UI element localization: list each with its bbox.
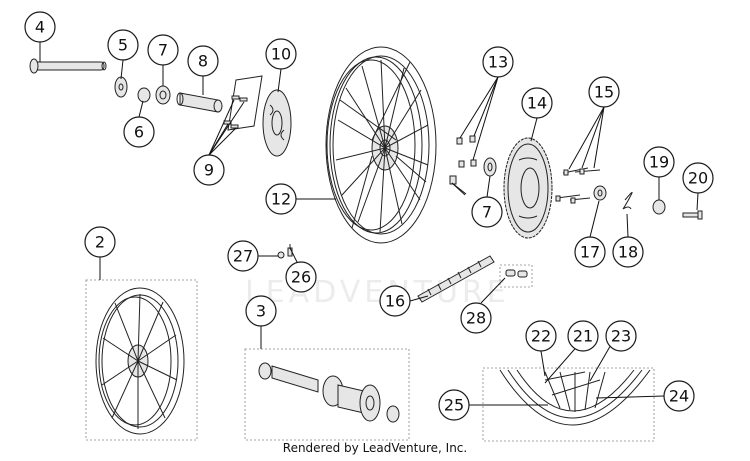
valve-part <box>277 244 293 259</box>
callout-label: 17 <box>580 243 600 262</box>
rear-wheel-part <box>325 46 437 244</box>
callout-2: 2 <box>84 226 116 258</box>
callout-label: 3 <box>256 302 266 321</box>
callout-3: 3 <box>245 295 277 327</box>
callout-22: 22 <box>525 320 557 352</box>
callout-label: 23 <box>611 327 631 346</box>
callout-9: 9 <box>193 154 225 186</box>
callout-label: 7 <box>482 203 492 222</box>
callout-label: 28 <box>466 309 486 328</box>
callout-label: 20 <box>688 169 708 188</box>
callout-7-right: 7 <box>471 196 503 228</box>
callout-label: 12 <box>271 190 291 209</box>
brake-disc-part <box>262 89 292 157</box>
callout-label: 21 <box>573 327 593 346</box>
callout-label: 19 <box>649 153 669 172</box>
callout-label: 7 <box>158 41 168 60</box>
callout-25: 25 <box>438 389 470 421</box>
callout-12: 12 <box>265 183 297 215</box>
spacer-part <box>137 87 151 103</box>
sprocket-bolts-part <box>449 135 477 196</box>
master-link-part <box>499 264 533 288</box>
callout-label: 14 <box>527 94 547 113</box>
chain-part <box>417 255 495 303</box>
callout-label: 13 <box>488 53 508 72</box>
callout-7: 7 <box>147 34 179 66</box>
sprocket-part <box>503 137 553 239</box>
rim-spoke-detail <box>482 367 655 442</box>
clip-part <box>622 191 633 210</box>
callout-5: 5 <box>107 29 139 61</box>
callout-16: 16 <box>379 285 411 317</box>
callout-label: 24 <box>669 387 689 406</box>
callout-14: 14 <box>521 87 553 119</box>
hub-assembly <box>244 348 410 441</box>
callout-label: 18 <box>618 243 638 262</box>
callout-15: 15 <box>588 76 620 108</box>
front-wheel-assembly <box>85 279 198 441</box>
callout-4: 4 <box>24 11 56 43</box>
callout-label: 16 <box>385 292 405 311</box>
callout-26: 26 <box>285 261 317 293</box>
callout-6: 6 <box>123 116 155 148</box>
footer-credit: Rendered by LeadVenture, Inc. <box>282 441 468 455</box>
fasteners-part <box>555 167 601 204</box>
callout-label: 25 <box>444 396 464 415</box>
callout-18: 18 <box>612 236 644 268</box>
callout-21: 21 <box>567 320 599 352</box>
nut-part <box>593 185 607 201</box>
spacer-part-right <box>652 199 666 215</box>
callout-8: 8 <box>187 45 219 77</box>
callout-label: 9 <box>204 161 214 180</box>
callout-24: 24 <box>663 380 695 412</box>
bolt-part <box>682 210 703 220</box>
callout-28: 28 <box>460 302 492 334</box>
callout-19: 19 <box>643 146 675 178</box>
callout-label: 4 <box>35 18 45 37</box>
axle-part <box>29 58 107 74</box>
callout-17: 17 <box>574 236 606 268</box>
callout-label: 6 <box>134 123 144 142</box>
callout-23: 23 <box>605 320 637 352</box>
bearing-part <box>155 85 171 105</box>
callout-20: 20 <box>682 162 714 194</box>
callout-label: 10 <box>271 45 291 64</box>
callout-label: 22 <box>531 327 551 346</box>
callout-10: 10 <box>265 38 297 70</box>
leader-lines <box>39 42 699 406</box>
bearing-part-right <box>483 157 497 177</box>
callout-label: 5 <box>118 36 128 55</box>
callout-label: 26 <box>291 268 311 287</box>
callout-label: 2 <box>95 233 105 252</box>
sleeve-part <box>176 92 223 113</box>
callout-label: 8 <box>198 52 208 71</box>
callout-27: 27 <box>227 240 259 272</box>
washer-part <box>114 76 128 98</box>
callout-13: 13 <box>482 46 514 78</box>
callout-label: 15 <box>594 83 614 102</box>
callout-label: 27 <box>233 247 253 266</box>
